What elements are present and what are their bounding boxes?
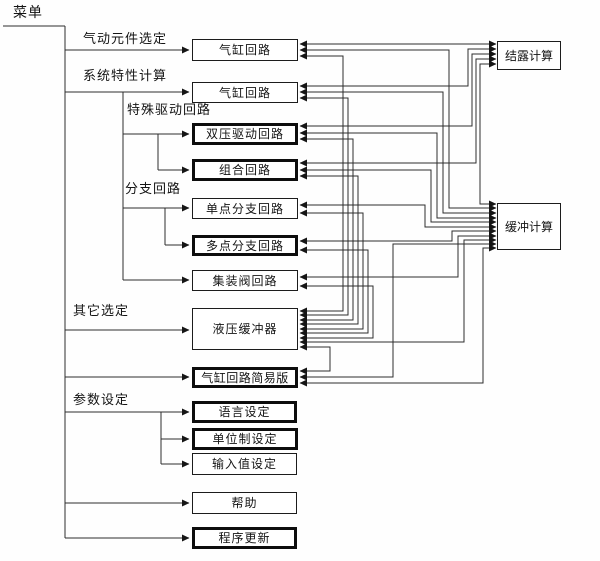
node-help: 帮助 bbox=[192, 492, 297, 514]
hydraulic-buffer-links bbox=[299, 52, 374, 375]
node-hydraulic-shock-absorber: 液压缓冲器 bbox=[192, 308, 298, 350]
node-cylinder-circuit-simple: 气缸回路简易版 bbox=[192, 367, 298, 388]
label-system-characteristics-calc: 系统特性计算 bbox=[83, 69, 168, 84]
label-branch-circuit: 分支回路 bbox=[125, 182, 182, 197]
node-cylinder-circuit-1: 气缸回路 bbox=[192, 39, 298, 61]
node-buffer-calc: 缓冲计算 bbox=[497, 203, 561, 250]
node-manifold-valve-circuit: 集装阀回路 bbox=[192, 270, 298, 291]
node-single-point-branch-circuit: 单点分支回路 bbox=[192, 198, 298, 219]
node-multi-point-branch-circuit: 多点分支回路 bbox=[192, 235, 298, 256]
label-parameter-setting: 参数设定 bbox=[73, 393, 130, 408]
node-program-update: 程序更新 bbox=[192, 527, 297, 549]
node-language-setting: 语言设定 bbox=[192, 401, 297, 423]
node-input-value-setting: 输入值设定 bbox=[192, 453, 297, 475]
label-pneumatic-component-selection: 气动元件选定 bbox=[83, 32, 168, 47]
dew-calc-links bbox=[299, 40, 497, 208]
buffer-calc-links bbox=[299, 46, 497, 387]
label-menu-root: 菜单 bbox=[13, 5, 43, 21]
node-dew-condensation-calc: 结露计算 bbox=[497, 41, 561, 70]
tree-lines bbox=[3, 25, 190, 542]
node-unit-system-setting: 单位制设定 bbox=[192, 428, 298, 450]
label-other-selection: 其它选定 bbox=[73, 304, 130, 319]
node-combination-circuit: 组合回路 bbox=[192, 159, 298, 181]
node-cylinder-circuit-2: 气缸回路 bbox=[192, 82, 298, 103]
label-special-drive-circuit: 特殊驱动回路 bbox=[127, 103, 212, 118]
node-dual-pressure-drive-circuit: 双压驱动回路 bbox=[192, 123, 298, 145]
